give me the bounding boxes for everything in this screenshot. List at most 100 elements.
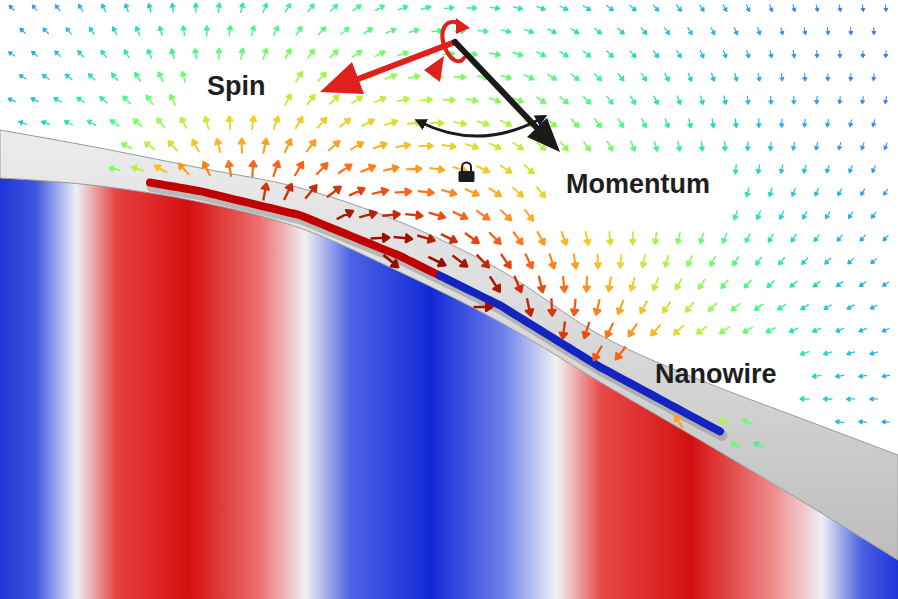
field-arrow [571,29,579,34]
field-arrow [606,323,614,338]
field-arrow [19,121,27,125]
field-arrow [54,98,62,103]
field-arrow [274,116,280,129]
field-arrow [780,27,784,34]
field-arrow [295,117,302,129]
field-arrow [861,50,865,57]
field-arrow [383,165,398,171]
field-arrow [100,97,108,104]
field-arrow [665,73,670,81]
field-arrow [307,49,314,58]
field-arrow [697,326,707,334]
field-arrow [688,73,692,81]
label-text: Spin [207,72,266,102]
field-arrow [723,96,727,105]
field-arrow [872,28,876,35]
field-arrow [824,351,833,355]
field-arrow [338,165,351,174]
field-arrow [630,5,636,11]
field-arrow [19,75,26,79]
field-arrow [216,49,221,60]
field-arrow [870,305,877,309]
field-arrow [884,143,887,150]
field-arrow [882,420,890,424]
spin-momentum-icon [320,18,560,182]
field-arrow [642,118,647,127]
field-arrow [815,188,819,196]
field-arrow [536,6,545,10]
field-arrow [849,27,853,34]
field-arrow [560,322,567,339]
field-arrow [181,72,186,83]
field-arrow [709,303,718,311]
field-arrow [745,234,750,243]
field-arrow [723,5,727,12]
field-arrow [815,96,819,104]
lock-body [459,171,475,182]
field-arrow [217,3,222,13]
field-arrow [398,5,408,10]
field-arrow [444,6,454,11]
field-arrow [79,4,83,11]
field-arrow [101,50,107,57]
field-arrow [538,276,545,292]
field-arrow [756,257,762,265]
field-arrow [560,51,569,56]
field-arrow [860,235,865,241]
field-arrows [8,3,890,448]
field-arrow [181,26,186,36]
field-arrow [454,75,466,80]
field-arrow [549,298,556,315]
field-arrow [353,5,361,11]
field-arrow [537,187,546,198]
field-arrow [746,96,750,105]
field-arrow [385,74,396,79]
field-arrow [489,98,500,103]
field-arrow [305,185,316,198]
field-arrow [847,351,855,355]
field-arrow [861,189,865,196]
field-arrow [836,420,845,424]
field-arrow [882,329,889,333]
field-arrow [171,3,175,12]
field-arrow [123,96,130,104]
field-arrow [168,141,177,151]
field-arrow [849,119,853,126]
field-arrow [583,51,591,57]
field-arrow [630,96,635,105]
field-arrow [594,299,600,314]
field-arrow [583,6,591,11]
field-arrow [769,142,773,151]
field-arrow [654,141,659,151]
field-arrow [77,97,85,102]
field-arrow [677,50,682,58]
field-arrow [584,141,591,151]
field-arrow [699,279,706,289]
field-arrow [192,140,199,153]
field-arrow [88,74,95,81]
field-arrow [560,6,568,10]
field-arrow [803,27,807,34]
field-arrow [792,50,796,58]
field-arrow [145,142,155,150]
field-arrow [240,3,245,13]
field-arrow [859,420,867,424]
field-arrow [674,325,684,334]
field-arrow [8,98,16,102]
field-arrow [316,163,327,175]
field-arrow [780,165,784,174]
field-arrow [618,118,624,127]
field-arrow [800,397,810,402]
field-arrow [109,166,121,171]
field-arrow [870,397,878,401]
field-arrow [478,29,488,34]
field-arrow [547,29,556,34]
field-arrow [757,27,761,34]
field-arrow [780,73,784,81]
field-arrow [871,258,877,263]
field-arrow [838,50,842,57]
field-arrow [757,73,761,81]
field-arrow [700,5,704,12]
field-arrow [743,327,753,333]
